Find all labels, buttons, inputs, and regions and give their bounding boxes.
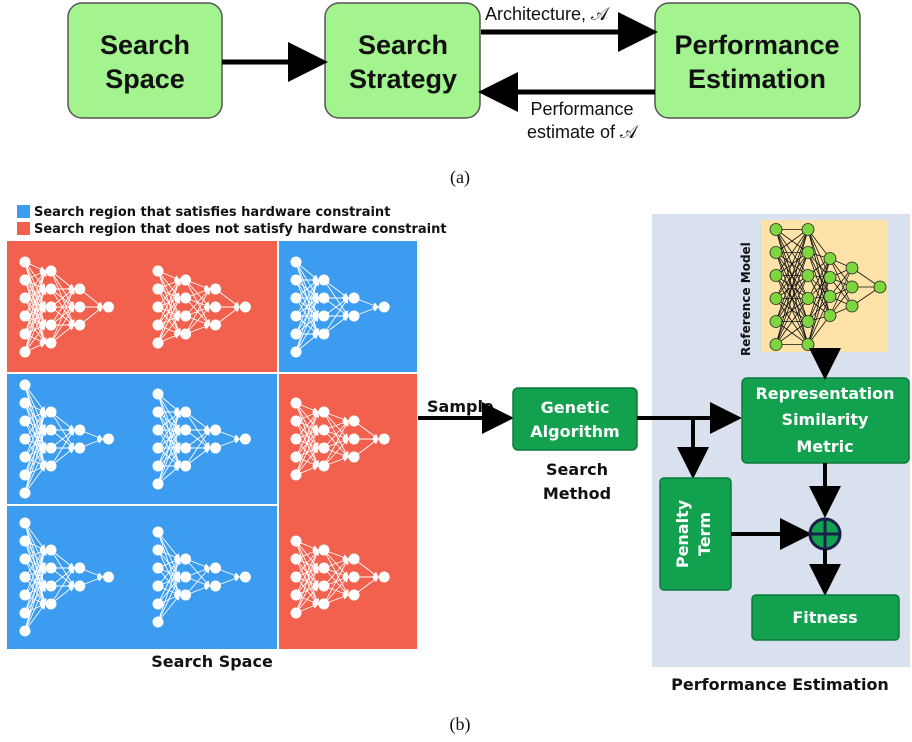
caption-a: (a) xyxy=(450,167,470,188)
search-space-box: Search Space xyxy=(67,2,223,119)
genetic-algorithm-box: Genetic Algorithm xyxy=(512,387,638,451)
search-method-line1: Search xyxy=(546,460,608,479)
candidate-network xyxy=(152,526,251,628)
sample-label: Sample xyxy=(427,397,494,416)
penalty-term-box: Penalty Term xyxy=(659,477,732,591)
search-space-line1: Search xyxy=(100,30,190,60)
penalty-line1: Penalty xyxy=(673,499,692,568)
performance-estimation-line2: Estimation xyxy=(688,64,826,94)
legend-blue-label: Search region that satisfies hardware co… xyxy=(34,205,390,220)
candidate-network xyxy=(19,256,114,358)
reference-model-label: Reference Model xyxy=(739,242,753,356)
genetic-algorithm-line1: Genetic xyxy=(541,398,610,417)
search-strategy-box: Search Strategy xyxy=(324,2,481,119)
search-space-grid xyxy=(7,241,417,649)
fitness-box: Fitness xyxy=(751,594,900,641)
candidate-network xyxy=(290,397,390,481)
representation-line1: Representation xyxy=(755,384,894,403)
performance-estimation-box: Performance Estimation xyxy=(654,2,861,119)
legend-blue-swatch xyxy=(17,205,30,218)
legend-red-swatch xyxy=(17,222,30,235)
representation-line3: Metric xyxy=(796,437,853,456)
candidate-network xyxy=(19,517,114,637)
candidate-network xyxy=(290,256,390,358)
candidate-network xyxy=(152,388,251,490)
sum-node xyxy=(808,517,842,551)
fitness-label: Fitness xyxy=(792,608,857,627)
candidate-network xyxy=(19,379,114,499)
search-strategy-line2: Strategy xyxy=(349,64,457,94)
representation-metric-box: Representation Similarity Metric xyxy=(741,377,910,464)
representation-line2: Similarity xyxy=(782,410,869,429)
penalty-line2: Term xyxy=(695,512,714,556)
search-region-cell xyxy=(140,505,278,649)
search-space-label: Search Space xyxy=(151,652,273,671)
genetic-algorithm-line2: Algorithm xyxy=(530,422,619,441)
candidate-network xyxy=(152,265,251,349)
performance-estimate-line1: Performance xyxy=(530,99,633,119)
caption-b: (b) xyxy=(450,714,471,735)
search-method-line2: Method xyxy=(543,484,611,503)
architecture-label: Architecture, 𝒜 xyxy=(485,4,610,24)
performance-estimation-line1: Performance xyxy=(674,30,839,60)
candidate-network xyxy=(290,535,390,619)
reference-model-network xyxy=(769,223,887,351)
performance-estimation-label: Performance Estimation xyxy=(671,675,889,694)
legend-red-label: Search region that does not satisfy hard… xyxy=(34,222,447,237)
search-space-line2: Space xyxy=(105,64,185,94)
performance-estimate-line2: estimate of 𝒜 xyxy=(527,122,639,142)
search-strategy-line1: Search xyxy=(358,30,448,60)
